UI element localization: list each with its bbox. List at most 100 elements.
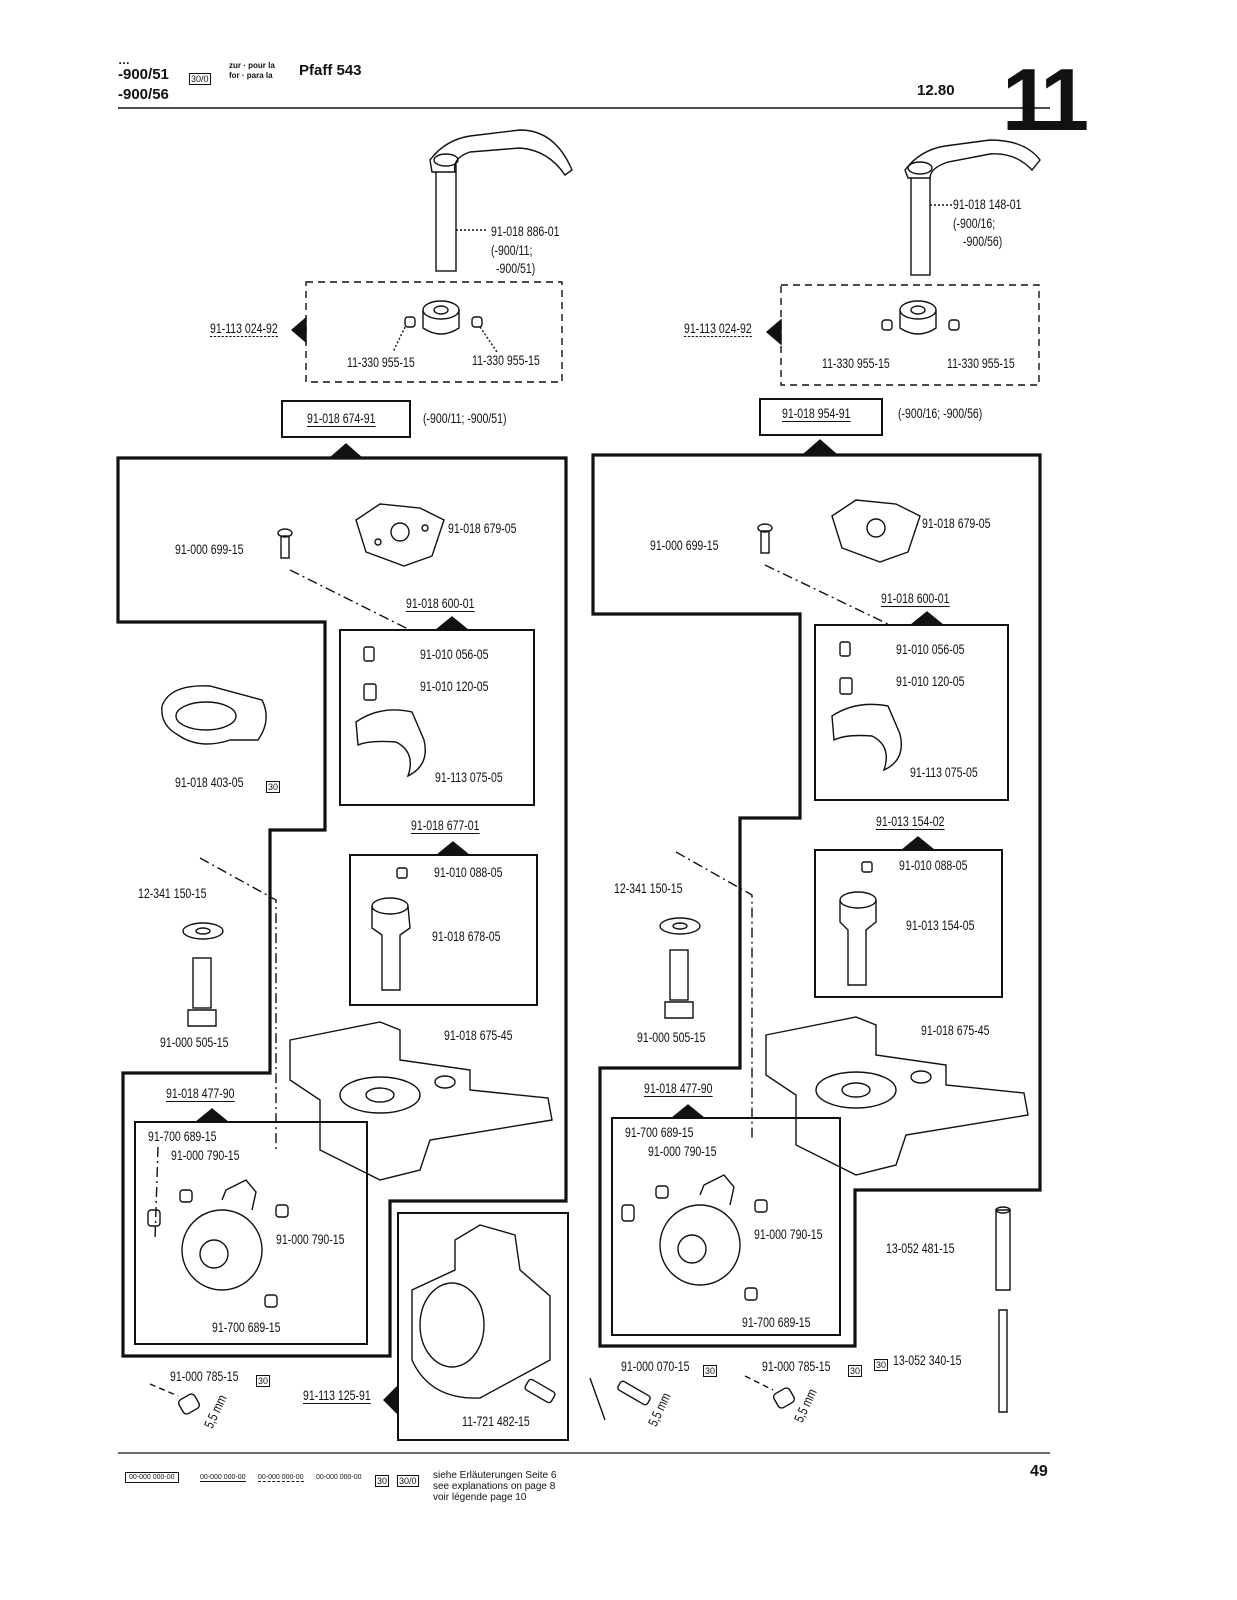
label-pin-340-right: 13-052 340-15 — [893, 1353, 962, 1368]
date: 12.80 — [917, 82, 955, 99]
legend-code-plain: 00-000 000-00 — [316, 1474, 362, 1481]
clamp-icon-right-075 — [831, 641, 902, 772]
label-top-part-left: 91-018 886-01 — [491, 224, 560, 239]
machine-name: Pfaff 543 — [299, 62, 362, 79]
label-screw-699-right: 91-000 699-15 — [650, 538, 719, 553]
footer-note-en: see explanations on page 8 — [433, 1481, 556, 1492]
label-sub-600-right: 91-018 600-01 — [881, 591, 950, 607]
label-washer-left: 12-341 150-15 — [138, 886, 207, 901]
label-bracket-675-right: 91-018 675-45 — [921, 1023, 990, 1038]
legend-code-dashed: 00-000 000-00 — [258, 1474, 304, 1482]
label-set-689a-right: 91-700 689-15 — [625, 1125, 694, 1140]
ring-icon-left-403 — [161, 685, 267, 745]
for-label-2: for · para la — [229, 71, 273, 80]
clamp-icon-left-075 — [355, 646, 426, 778]
label-p120-right: 91-010 120-05 — [896, 674, 965, 689]
badge-30-screw-785-left: 30 — [256, 1375, 271, 1387]
pin-icon-right-340 — [998, 1309, 1008, 1413]
label-screw-b-left: 11-330 955-15 — [472, 353, 540, 368]
pin-icon-right-154 — [839, 861, 877, 986]
pin-icon-left-678 — [371, 867, 411, 991]
label-assembly-left: 91-018 674-91 — [307, 411, 376, 427]
housing-icon-center — [411, 1224, 556, 1404]
page-number: 49 — [1030, 1463, 1048, 1480]
legend-badge-30: 30 — [375, 1475, 390, 1487]
legend-badge-30-0: 30/0 — [397, 1475, 419, 1487]
label-top-variant-right-1: (-900/16; — [953, 216, 996, 231]
label-screw-699-left: 91-000 699-15 — [175, 542, 244, 557]
screw-icon-left-785 — [149, 1383, 201, 1415]
label-screw-070-center: 91-000 070-15 — [621, 1359, 690, 1374]
label-bracket-675-left: 91-018 675-45 — [444, 1028, 513, 1043]
label-top-variant-right-2: -900/56) — [963, 234, 1003, 249]
label-set-689b-right: 91-700 689-15 — [742, 1315, 811, 1330]
washer-icon-left — [182, 857, 277, 1150]
label-assembly-variants-left: (-900/11; -900/51) — [423, 411, 507, 426]
label-set-790b-left: 91-000 790-15 — [276, 1232, 345, 1247]
badge-30-0: 30/0 — [189, 73, 211, 85]
model-900-56: -900/56 — [118, 86, 169, 103]
collar-icon-left — [392, 300, 498, 353]
bracket-icon-right-675 — [765, 1016, 1029, 1176]
label-washer-right: 12-341 150-15 — [614, 881, 683, 896]
label-p088-right: 91-010 088-05 — [899, 858, 968, 873]
label-top-variant-left-2: -900/51) — [496, 261, 536, 276]
legend-code-boxed: 00-000 000-00 — [125, 1472, 179, 1483]
label-p678-left: 91-018 678-05 — [432, 929, 501, 944]
label-screw-a-right: 11-330 955-15 — [822, 356, 890, 371]
label-housing-center: 91-113 125-91 — [303, 1388, 371, 1404]
screw-icon-right-699 — [757, 523, 891, 626]
label-p075-right: 91-113 075-05 — [910, 765, 978, 780]
badge-30-pin-340: 30 — [874, 1359, 889, 1371]
footer-note-de: siehe Erläuterungen Seite 6 — [433, 1470, 557, 1481]
bracket-icon-left-675 — [289, 1021, 553, 1181]
label-p056-left: 91-010 056-05 — [420, 647, 489, 662]
label-ring-403-left: 91-018 403-05 — [175, 775, 244, 790]
label-assembly-variants-right: (-900/16; -900/56) — [898, 406, 983, 421]
label-sub-154-right: 91-013 154-02 — [876, 814, 945, 830]
model-partial: … — [118, 53, 130, 67]
collar-icon-right — [881, 300, 960, 335]
label-p120-left: 91-010 120-05 — [420, 679, 489, 694]
label-plate-679-left: 91-018 679-05 — [448, 521, 517, 536]
label-assembly-right: 91-018 954-91 — [782, 406, 851, 422]
screw-icon-right-785 — [744, 1375, 796, 1409]
lever-icon-left — [429, 129, 573, 272]
badge-30-screw-070: 30 — [703, 1365, 718, 1377]
label-p075-left: 91-113 075-05 — [435, 770, 503, 785]
label-screw-b-right: 11-330 955-15 — [947, 356, 1015, 371]
legend-code-underlined: 00-000 000-00 — [200, 1474, 246, 1482]
model-900-51: -900/51 — [118, 66, 169, 83]
label-top-variant-left-1: (-900/11; — [491, 243, 533, 258]
label-screw-785-left: 91-000 785-15 — [170, 1369, 239, 1384]
screw-icon-left-699 — [277, 528, 411, 631]
label-screw-a-left: 11-330 955-15 — [347, 355, 415, 370]
label-set-790a-right: 91-000 790-15 — [648, 1144, 717, 1159]
label-pin-481-right: 13-052 481-15 — [886, 1241, 955, 1256]
label-set-790a-left: 91-000 790-15 — [171, 1148, 240, 1163]
label-screw-482-center: 11-721 482-15 — [462, 1414, 530, 1429]
label-sub-477-left: 91-018 477-90 — [166, 1086, 235, 1102]
screw-icon-center-070 — [589, 1377, 651, 1421]
for-label-1: zur · pour la — [229, 61, 275, 70]
label-p056-right: 91-010 056-05 — [896, 642, 965, 657]
lever-icon-right — [904, 139, 1041, 276]
label-sub-600-left: 91-018 600-01 — [406, 596, 475, 612]
badge-30-screw-785-right: 30 — [848, 1365, 863, 1377]
label-bolt-505-right: 91-000 505-15 — [637, 1030, 706, 1045]
plate-icon-right-679 — [831, 499, 921, 563]
label-bolt-505-left: 91-000 505-15 — [160, 1035, 229, 1050]
label-plate-679-right: 91-018 679-05 — [922, 516, 991, 531]
washer-icon-right — [659, 851, 753, 1140]
plate-icon-left-679 — [355, 503, 445, 567]
label-p154-right: 91-013 154-05 — [906, 918, 975, 933]
label-p088-left: 91-010 088-05 — [434, 865, 503, 880]
label-set-689a-left: 91-700 689-15 — [148, 1129, 217, 1144]
label-set-689b-left: 91-700 689-15 — [212, 1320, 281, 1335]
label-set-790b-right: 91-000 790-15 — [754, 1227, 823, 1242]
label-sub-677-left: 91-018 677-01 — [411, 818, 480, 834]
label-screw-785-right: 91-000 785-15 — [762, 1359, 831, 1374]
badge-30-ring-403: 30 — [266, 781, 281, 793]
label-top-part-right: 91-018 148-01 — [953, 197, 1022, 212]
